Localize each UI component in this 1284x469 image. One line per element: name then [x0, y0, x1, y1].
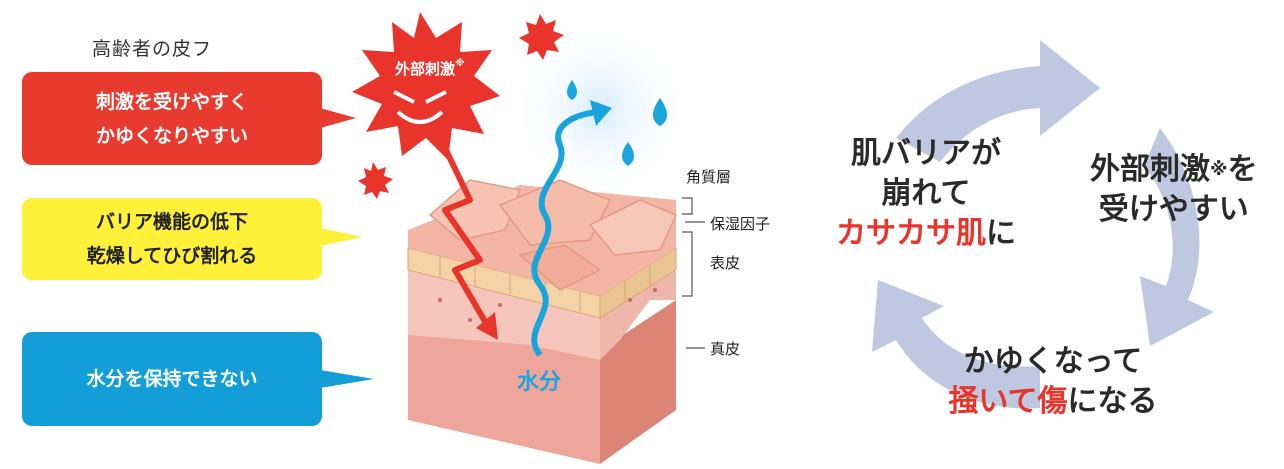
- skin-illustration: [352, 12, 705, 464]
- external-stimulus-label: 外部刺激※: [395, 58, 465, 78]
- stimulus-arrow: [442, 148, 493, 332]
- epidermis-front: [408, 270, 600, 360]
- callout-stimulus-line2: かゆくなりやすい: [95, 124, 248, 147]
- callout-barrier: バリア機能の低下 乾燥してひび割れる: [22, 198, 362, 280]
- cycle-step-bottom: かゆくなって 掻いて傷になる: [948, 344, 1158, 419]
- stimulus-star-small-icon: [519, 14, 564, 60]
- callout-stimulus: 刺激を受けやすく かゆくなりやすい: [22, 72, 356, 165]
- callout-moisture: 水分を保持できない: [22, 332, 374, 426]
- water-arrowhead: [590, 100, 612, 126]
- callout-barrier-line2: 乾燥してひび割れる: [86, 245, 258, 267]
- water-drop-icon: [622, 142, 634, 166]
- layer-label-epidermis: 表皮: [710, 254, 741, 272]
- cycle-step-right: 外部刺激※を 受けやすい: [1090, 152, 1258, 227]
- callout-tail: [320, 228, 362, 246]
- cycle-step-left: 肌バリアが 崩れて カサカサ肌に: [836, 136, 1016, 251]
- stimulus-star-icon: [352, 12, 500, 160]
- moisture-band-side: [599, 247, 677, 319]
- cycle-arrows: [872, 40, 1214, 409]
- cycle-arrow-bottom: [872, 280, 1040, 409]
- water-label: 水分: [517, 370, 562, 395]
- water-drop-icon: [653, 98, 667, 126]
- water-arrow: [531, 109, 599, 357]
- cycle-arrow-right: [1140, 128, 1214, 346]
- cycle-arrow-top: [896, 40, 1100, 162]
- layer-label-moisturizing: 保湿因子: [710, 215, 771, 233]
- callout-tail: [320, 108, 356, 128]
- stimulus-arrowhead: [476, 312, 498, 340]
- layer-label-corneum: 角質層: [686, 168, 732, 186]
- layer-brackets: [682, 197, 705, 349]
- skin-heading: 高齢者の皮フ: [92, 38, 213, 60]
- callout-moisture-line1: 水分を保持できない: [86, 368, 258, 390]
- callout-tail: [320, 370, 374, 388]
- water-drop-icon: [567, 80, 577, 100]
- flake-3: [588, 199, 678, 256]
- note-mark: ※: [455, 58, 465, 69]
- stimulus-star-small-icon: [358, 162, 393, 199]
- callout-stimulus-line1: 刺激を受けやすく: [95, 90, 248, 113]
- epidermis-side: [600, 270, 676, 360]
- layer-label-dermis: 真皮: [710, 340, 741, 358]
- callout-barrier-line1: バリア機能の低下: [95, 211, 248, 233]
